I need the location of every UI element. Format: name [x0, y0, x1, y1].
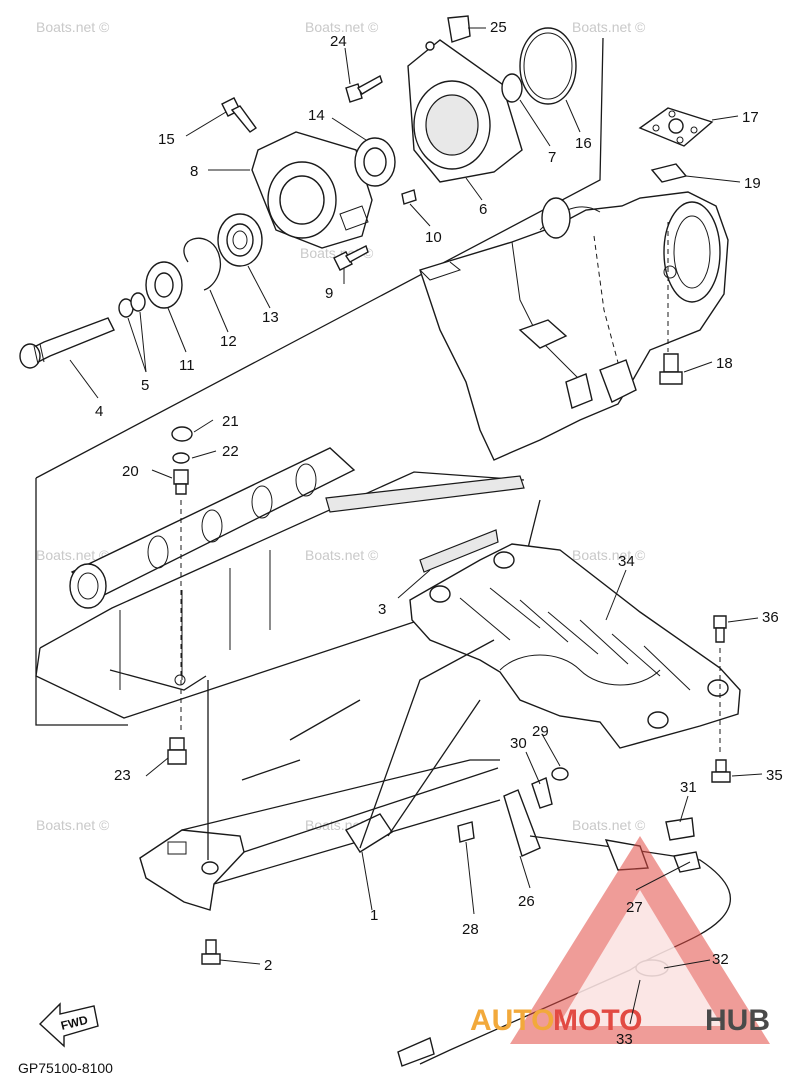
part-label-24: 24 [330, 33, 347, 50]
part-label-27: 27 [626, 899, 643, 916]
spacer-plate [325, 475, 525, 513]
part-label-6: 6 [479, 201, 487, 218]
part-label-10: 10 [425, 229, 442, 246]
bolt [201, 939, 221, 965]
part-label-32: 32 [712, 951, 729, 968]
bolt [659, 353, 683, 385]
watermark: Boats.net © [572, 19, 646, 35]
part-label-5: 5 [141, 377, 149, 394]
part-label-2: 2 [264, 957, 272, 974]
o-ring-large-inner [523, 32, 573, 100]
long-drive-shaft [69, 447, 356, 609]
o-ring [501, 73, 523, 103]
clip [650, 163, 688, 183]
o-ring-large [519, 27, 577, 105]
exploded-frame-top [35, 37, 604, 479]
bearing [217, 213, 263, 267]
watermark: Boats.net © [572, 547, 646, 563]
watermark: Boats.net © [305, 19, 379, 35]
part-label-1: 1 [370, 907, 378, 924]
o-ring [130, 292, 146, 312]
part-label-13: 13 [262, 309, 279, 326]
part-label-34: 34 [618, 553, 635, 570]
drive-shaft [19, 317, 115, 369]
watermark: Boats.net © [305, 547, 379, 563]
diagram-code: GP75100-8100 [18, 1060, 113, 1076]
bolt [713, 615, 727, 643]
part-label-36: 36 [762, 609, 779, 626]
watermark: Boats.net © [572, 817, 646, 833]
jet-pump-unit [419, 191, 729, 461]
circlip [183, 237, 221, 291]
part-label-12: 12 [220, 333, 237, 350]
part-label-18: 18 [716, 355, 733, 372]
part-labels: 1 2 3 4 5 6 7 8 9 10 11 12 13 14 15 16 1… [95, 19, 783, 1048]
fwd-label: FWD [59, 1013, 89, 1033]
intake-housing [407, 39, 523, 183]
spacer-plate [419, 529, 499, 573]
brand-part2: MOTO [553, 1004, 642, 1037]
bolt [333, 245, 369, 271]
brand-logo: AUTO MOTO HUB [470, 836, 770, 1044]
leader-lines [69, 27, 763, 1025]
mount-plate [638, 107, 714, 147]
part-label-11: 11 [179, 357, 195, 374]
dowel-pin [401, 189, 417, 205]
bolt [173, 469, 189, 495]
fwd-arrow: FWD [38, 1002, 99, 1048]
part-label-26: 26 [518, 893, 535, 910]
part-label-8: 8 [190, 163, 198, 180]
brand-part3: HUB [705, 1004, 770, 1037]
bolt [167, 737, 187, 765]
watermark: Boats.net © [36, 19, 110, 35]
part-label-7: 7 [548, 149, 556, 166]
oil-seal [145, 261, 183, 309]
part-label-20: 20 [122, 463, 139, 480]
part-label-3: 3 [378, 601, 386, 618]
part-label-35: 35 [766, 767, 783, 784]
part-label-30: 30 [510, 735, 527, 752]
part-label-14: 14 [308, 107, 325, 124]
watermark: Boats.net © [36, 547, 110, 563]
bolt [711, 759, 731, 783]
part-label-15: 15 [158, 131, 175, 148]
part-label-19: 19 [744, 175, 761, 192]
part-label-17: 17 [742, 109, 759, 126]
part-label-22: 22 [222, 443, 239, 460]
part-label-9: 9 [325, 285, 333, 302]
washer [172, 452, 190, 464]
part-label-29: 29 [532, 723, 549, 740]
part-label-25: 25 [490, 19, 507, 36]
part-label-23: 23 [114, 767, 131, 784]
ride-plate [409, 543, 741, 749]
nut [171, 426, 193, 442]
part-label-21: 21 [222, 413, 239, 430]
brand-part1: AUTO [470, 1004, 554, 1037]
part-label-4: 4 [95, 403, 103, 420]
clip [447, 15, 471, 43]
part-label-28: 28 [462, 921, 479, 938]
bearing-housing [251, 131, 373, 249]
part-label-31: 31 [680, 779, 697, 796]
bearing [354, 137, 396, 187]
bolt [221, 97, 257, 133]
bottom-cover [139, 639, 501, 911]
part-label-16: 16 [575, 135, 592, 152]
bolt [345, 74, 383, 103]
part-label-33: 33 [616, 1031, 633, 1048]
exploded-frame [35, 478, 128, 726]
watermark: Boats.net © [36, 817, 110, 833]
